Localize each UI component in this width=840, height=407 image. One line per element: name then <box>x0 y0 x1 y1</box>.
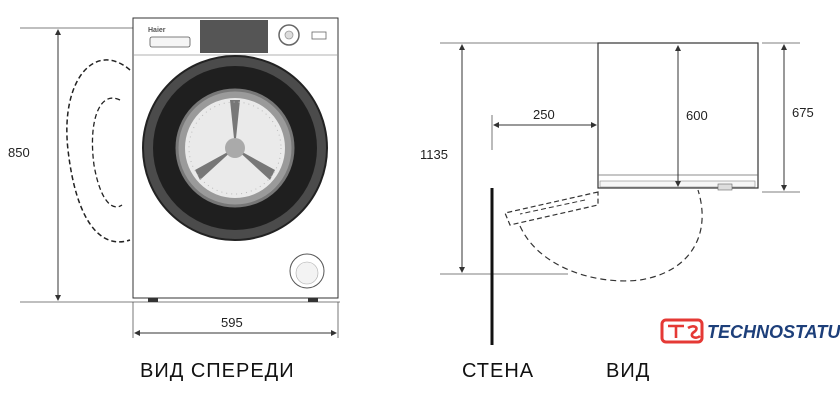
top-view: 1135 250 600 675 СТЕНА ВИД <box>416 42 822 382</box>
overall-depth-label: 1135 <box>420 147 448 162</box>
side-depth-label-bg <box>788 102 822 120</box>
width-dimension-label: 595 <box>221 315 243 330</box>
side-depth-label: 675 <box>792 105 814 120</box>
foot-right <box>308 298 318 302</box>
technostatus-logo-mark <box>668 324 701 339</box>
height-dimension-label: 850 <box>8 145 30 160</box>
wall-caption: СТЕНА <box>462 360 534 382</box>
body-depth-label: 600 <box>686 108 708 123</box>
program-knob-center <box>284 30 294 40</box>
front-view: 850 Haier 5 <box>8 17 340 382</box>
open-door-top-inner <box>519 199 586 215</box>
brand-label: Haier <box>148 27 166 34</box>
open-door-outer <box>66 59 131 243</box>
top-view-caption: ВИД <box>606 360 650 382</box>
overall-depth-label-bg <box>416 144 456 164</box>
body-depth-label-bg <box>684 106 718 124</box>
technostatus-logo-text: TECHNOSTATUS <box>707 322 840 342</box>
front-view-caption: ВИД СПЕРЕДИ <box>140 360 295 382</box>
door-offset-label: 250 <box>533 107 555 122</box>
foot-left <box>148 298 158 302</box>
detergent-drawer <box>149 36 191 48</box>
door-swing-arc <box>519 189 703 282</box>
open-door-top <box>504 191 599 226</box>
drum-paddle-right <box>235 148 275 180</box>
open-door-inner <box>91 97 123 208</box>
drum-paddle-top <box>230 100 240 148</box>
drum-hub <box>225 138 245 158</box>
technostatus-watermark: TECHNOSTATUS <box>660 318 840 344</box>
height-label-bg <box>8 140 48 162</box>
power-button <box>311 31 327 40</box>
display-panel <box>200 20 268 53</box>
door-handle-top <box>717 183 733 191</box>
drum-perforation <box>188 101 282 195</box>
filter-hatch-inner <box>295 261 319 285</box>
drum-paddle-left <box>195 148 235 180</box>
